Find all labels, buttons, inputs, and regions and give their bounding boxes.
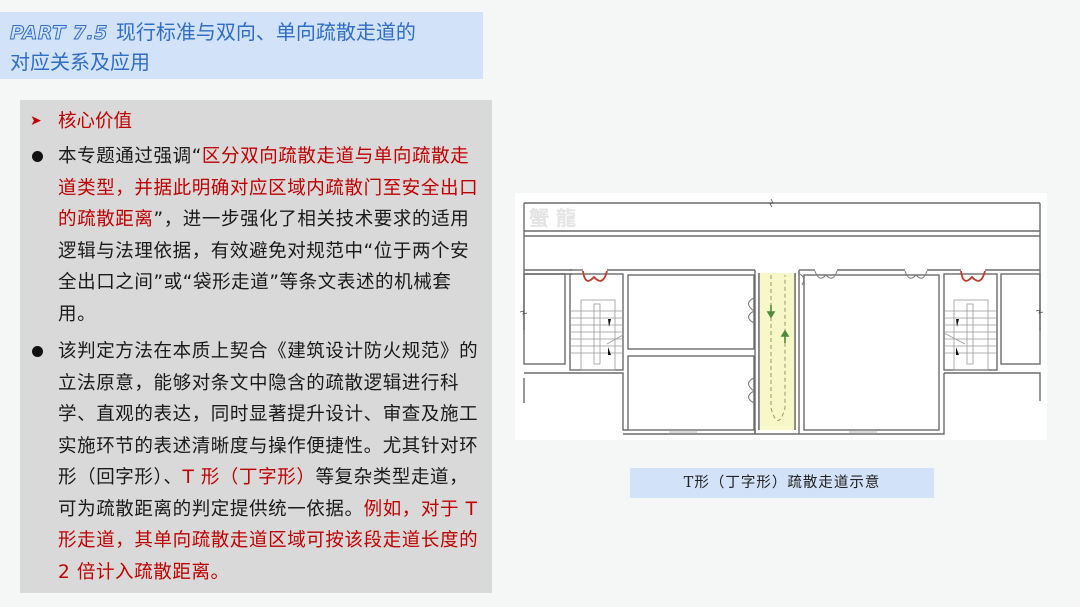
- exit-door-icon: [582, 270, 608, 282]
- floor-plan-diagram: 蟹 龍: [515, 193, 1047, 440]
- bullet-item-2: 该判定方法在本质上契合《建筑设计防火规范》的立法原意，能够对条文中隐含的疏散逻辑…: [30, 336, 492, 588]
- slide-title: PART 7.5 现行标准与双向、单向疏散走道的 对应关系及应用: [0, 12, 483, 79]
- text-segment: ”，进一步强化了相关技术要求的适用逻辑与法理依据，有效避免对规范中“位于两个安全…: [58, 209, 470, 325]
- door-icon: [748, 377, 755, 404]
- bullet-text-2: 该判定方法在本质上契合《建筑设计防火规范》的立法原意，能够对条文中隐含的疏散逻辑…: [58, 336, 486, 588]
- text-segment: 本专题通过强调“: [58, 146, 202, 167]
- door-icon: [797, 272, 805, 286]
- section-heading: ➤ 核心价值: [30, 106, 492, 138]
- exit-door-icon: [960, 270, 986, 282]
- staircase-right: [943, 299, 997, 371]
- bullet-dot-icon: [30, 141, 58, 330]
- diagram-caption: T形（丁字形）疏散走道示意: [630, 468, 934, 498]
- door-icon: [748, 297, 755, 324]
- text-segment: 该判定方法在本质上契合《建筑设计防火规范》的立法原意，能够对条文中隐含的疏散逻辑…: [58, 341, 479, 488]
- t-shaped-corridor-floor-plan: 蟹 龍: [519, 198, 1044, 435]
- title-line-2: 对应关系及应用: [10, 50, 150, 74]
- evacuation-path: [770, 275, 786, 421]
- core-value-panel: ➤ 核心价值 本专题通过强调“区分双向疏散走道与单向疏散走道类型，并据此明确对应…: [20, 100, 492, 593]
- door-icon: [904, 270, 928, 279]
- dead-end-corridor-highlight: [759, 273, 795, 430]
- direction-arrows: [766, 305, 790, 343]
- staircase-left: [570, 299, 624, 371]
- bullet-dot-icon: [30, 336, 58, 588]
- title-line-1: PART 7.5 现行标准与双向、单向疏散走道的: [10, 18, 483, 48]
- highlight-segment: 区分双向疏散走道与单向疏散走道类型，并据此明确对应区域内疏散门至安全出口的疏散距…: [58, 146, 479, 230]
- door-icon: [814, 270, 838, 279]
- part-label: PART 7.5: [10, 22, 108, 45]
- bullet-item-1: 本专题通过强调“区分双向疏散走道与单向疏散走道类型，并据此明确对应区域内疏散门至…: [30, 141, 492, 330]
- watermark: 蟹 龍: [529, 206, 576, 230]
- bullet-text-1: 本专题通过强调“区分双向疏散走道与单向疏散走道类型，并据此明确对应区域内疏散门至…: [58, 141, 486, 330]
- heading-text: 核心价值: [58, 111, 133, 133]
- arrow-bullet-icon: ➤: [30, 113, 42, 130]
- text-segment: 等复杂类型走道，可为疏散距离的判定提供统一依据。: [58, 467, 469, 520]
- highlight-segment: 例如，对于 T 形走道，其单向疏散走道区域可按该段走道长度的 2 倍计入疏散距离…: [58, 498, 479, 583]
- highlight-segment: T 形（丁字形）: [182, 467, 316, 488]
- title-text-1: 现行标准与双向、单向疏散走道的: [115, 20, 416, 44]
